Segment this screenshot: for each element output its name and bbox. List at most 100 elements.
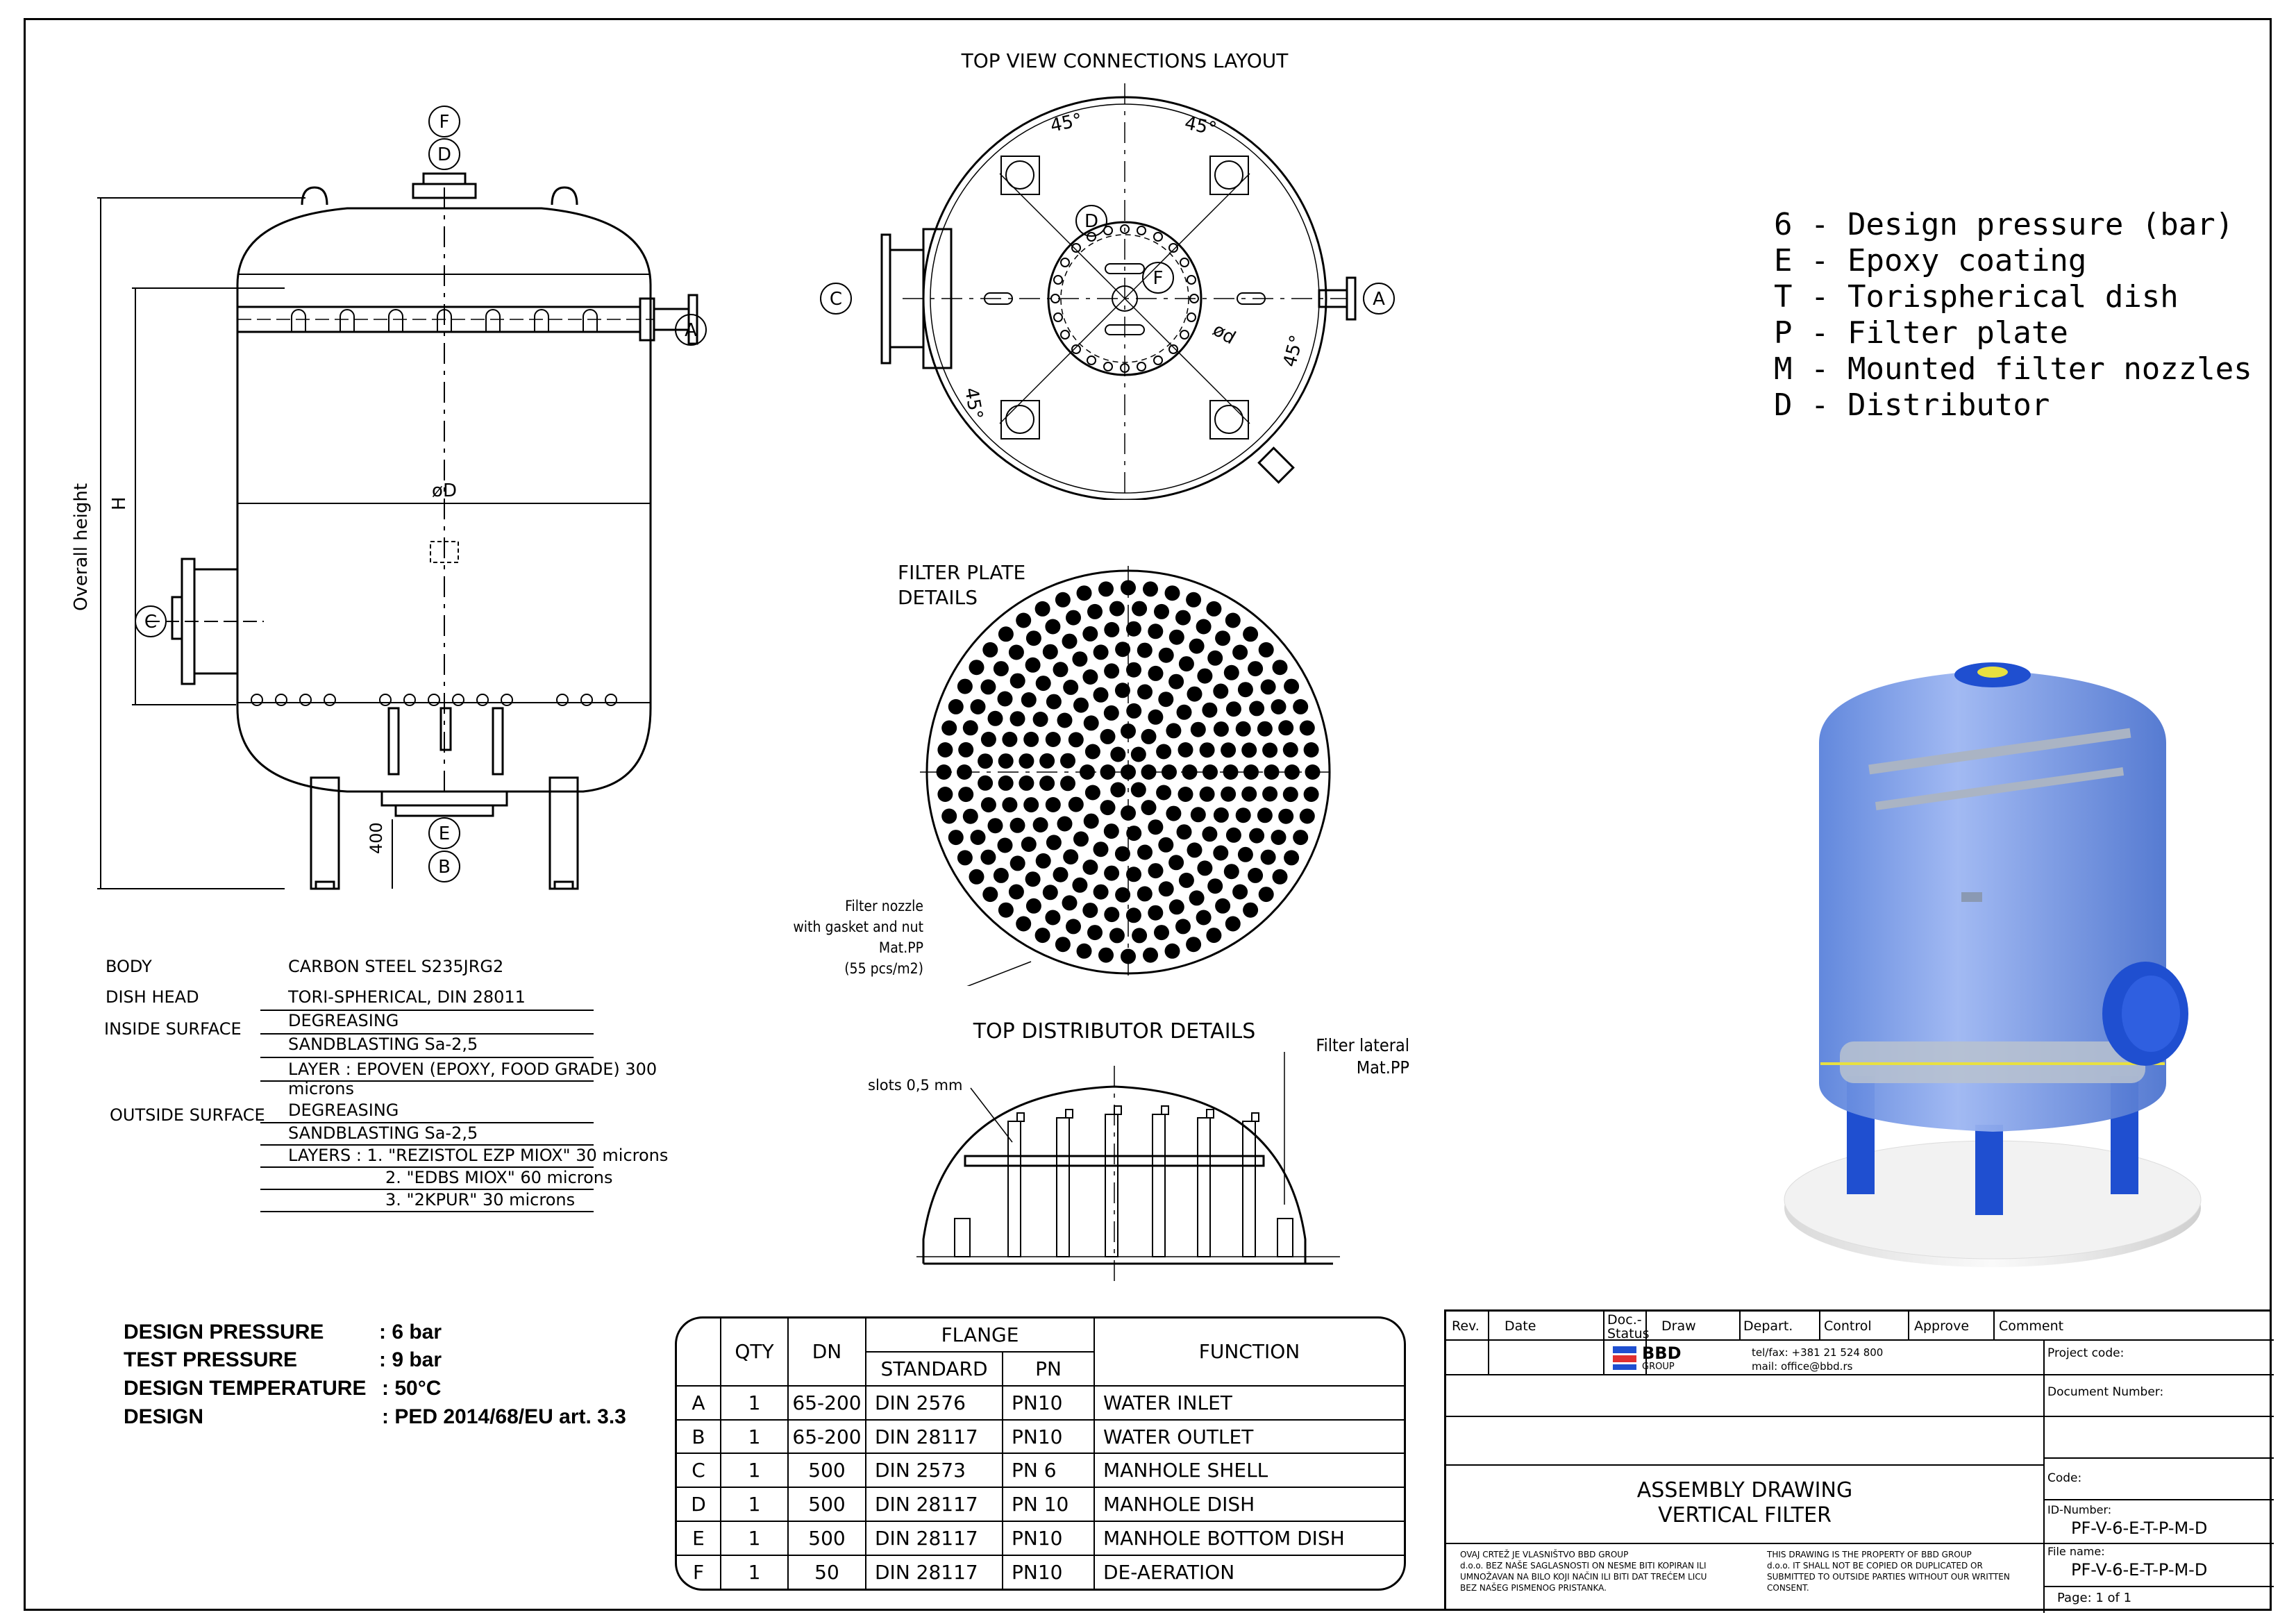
row-qty: 1: [720, 1555, 789, 1589]
filter-nozzle-dot: [1148, 623, 1164, 639]
filter-nozzle-dot: [1186, 937, 1202, 953]
outside-value: LAYERS : 1. "REZISTOL EZP MIOX" 30 micro…: [288, 1146, 669, 1165]
filter-nozzle-dot: [1114, 846, 1130, 862]
row-standard: DIN 28117: [865, 1521, 1003, 1557]
lateral-note: Filter lateral Mat.PP: [1236, 1035, 1409, 1079]
filter-nozzle-dot: [1237, 682, 1253, 698]
filter-nozzle-dot: [1235, 807, 1251, 823]
filter-nozzle-dot: [980, 797, 996, 813]
filter-nozzle-dot: [1034, 601, 1050, 617]
filter-nozzle-dot: [1141, 728, 1157, 744]
filter-nozzle-dot: [1110, 746, 1126, 762]
filter-nozzle-dot: [1258, 642, 1274, 658]
tb-page: Page: 1 of 1: [2057, 1591, 2132, 1605]
filter-nozzle-dot: [957, 850, 973, 866]
filter-nozzle-dot: [1166, 723, 1182, 739]
filter-nozzle-dot: [1199, 786, 1215, 802]
design-value: : PED 2014/68/EU art. 3.3: [382, 1405, 626, 1428]
filter-nozzle-dot: [1187, 686, 1203, 702]
filter-nozzle-dot: [962, 720, 978, 736]
col-standard: STANDARD: [865, 1350, 1003, 1387]
filter-nozzle-dot: [1072, 651, 1088, 667]
filter-nozzle-dot: [1137, 642, 1153, 658]
filter-nozzle-dot: [978, 753, 994, 769]
filter-nozzle-dot: [1190, 721, 1206, 737]
filter-nozzle-dot: [1199, 742, 1215, 758]
filter-nozzle-dot: [1137, 886, 1153, 902]
filter-nozzle-dot: [1221, 786, 1237, 802]
legend-item: T - Torispherical dish: [1774, 279, 2179, 315]
design-value: : 9 bar: [379, 1348, 442, 1371]
design-value: : 50°C: [382, 1377, 442, 1400]
filter-nozzle-dot: [936, 764, 952, 780]
row-qty: 1: [720, 1418, 789, 1455]
row-id: D: [677, 1487, 721, 1523]
filter-nozzle-dot: [1093, 842, 1109, 857]
top-marker-d: D: [1084, 211, 1098, 232]
top-marker-a: A: [1373, 289, 1385, 310]
filter-nozzle-dot: [948, 830, 964, 846]
inside-value: SANDBLASTING Sa-2,5: [288, 1035, 478, 1054]
filter-plate-details: FILTER PLATE DETAILS: [898, 561, 1336, 986]
tb-file-name: PF-V-6-E-T-P-M-D: [2071, 1560, 2208, 1580]
filter-nozzle-dot: [1213, 721, 1229, 737]
filter-nozzle-dot: [1223, 664, 1239, 680]
filter-nozzle-dot: [1009, 673, 1025, 689]
filter-nozzle-dot: [1206, 601, 1222, 617]
filter-nozzle-dot: [1162, 764, 1177, 780]
filter-nozzle-dot: [957, 678, 973, 694]
row-pn: PN10: [1002, 1418, 1095, 1455]
filter-nozzle-dot: [1046, 835, 1062, 851]
filter-nozzle-dot: [1237, 846, 1253, 862]
filter-nozzle-dot: [1062, 633, 1078, 649]
row-function: MANHOLE BOTTOM DISH: [1093, 1521, 1404, 1557]
tb-tel: tel/fax: +381 21 524 800: [1752, 1346, 1884, 1359]
filter-nozzle-dot: [1039, 776, 1055, 792]
row-dn: 500: [787, 1453, 866, 1489]
filter-nozzle-dot: [1189, 890, 1205, 906]
filter-nozzle-dot: [1264, 764, 1280, 780]
filter-nozzle-dot: [948, 698, 964, 714]
row-id: F: [677, 1555, 721, 1589]
filter-nozzle-dot: [1196, 910, 1212, 926]
filter-nozzle-dot: [1196, 619, 1212, 635]
filter-nozzle-dot: [1215, 898, 1231, 914]
filter-nozzle-dot: [1178, 872, 1194, 888]
filter-nozzle-dot: [1126, 703, 1142, 719]
filter-nozzle-dot: [1016, 612, 1032, 628]
row-pn: PN 10: [1002, 1487, 1095, 1523]
filter-nozzle-dot: [1082, 860, 1098, 875]
filter-nozzle-dot: [980, 731, 996, 747]
filter-nozzle-dot: [1190, 807, 1206, 823]
tb-title-2: VERTICAL FILTER: [1658, 1503, 1832, 1527]
filter-nozzle-dot: [997, 691, 1013, 707]
filter-nozzle-dot: [1243, 626, 1259, 642]
tb-id-number: PF-V-6-E-T-P-M-D: [2071, 1518, 2208, 1538]
row-pn: PN10: [1002, 1555, 1095, 1589]
filter-nozzle-dot: [1045, 619, 1061, 635]
filter-nozzle-dot: [1032, 817, 1048, 832]
filter-nozzle-dot: [1143, 947, 1158, 963]
tb-notice-line: OVAJ CRTEŽ JE VLASNIŠTVO BBD GROUP: [1460, 1550, 1629, 1559]
tb-approve: Approve: [1914, 1319, 1970, 1334]
filter-nozzle-dot: [1019, 775, 1034, 791]
filter-nozzle-dot: [1100, 728, 1116, 744]
filter-nozzle-dot: [1154, 603, 1169, 619]
filter-nozzle-dot: [1257, 807, 1273, 823]
filter-nozzle-dot: [980, 849, 996, 865]
filter-nozzle-dot: [1063, 679, 1079, 695]
tb-notice-line: UMNOŽAVAN NA BILO KOJI NAČIN ILI BITI DA…: [1460, 1572, 1707, 1582]
marker-a: A: [685, 320, 697, 341]
filter-nozzle-dot: [1019, 753, 1034, 769]
filter-nozzle-dot: [1137, 844, 1153, 860]
filter-nozzle-dot: [1023, 731, 1039, 747]
filter-nozzle-dot: [1009, 711, 1025, 727]
filter-nozzle-dot: [1168, 855, 1184, 871]
filter-nozzle-dot: [1156, 744, 1172, 760]
row-function: MANHOLE DISH: [1093, 1487, 1404, 1523]
filter-nozzle-dot: [958, 742, 974, 757]
filter-nozzle-dot: [1008, 644, 1024, 660]
filter-nozzle-dot: [1282, 742, 1298, 757]
